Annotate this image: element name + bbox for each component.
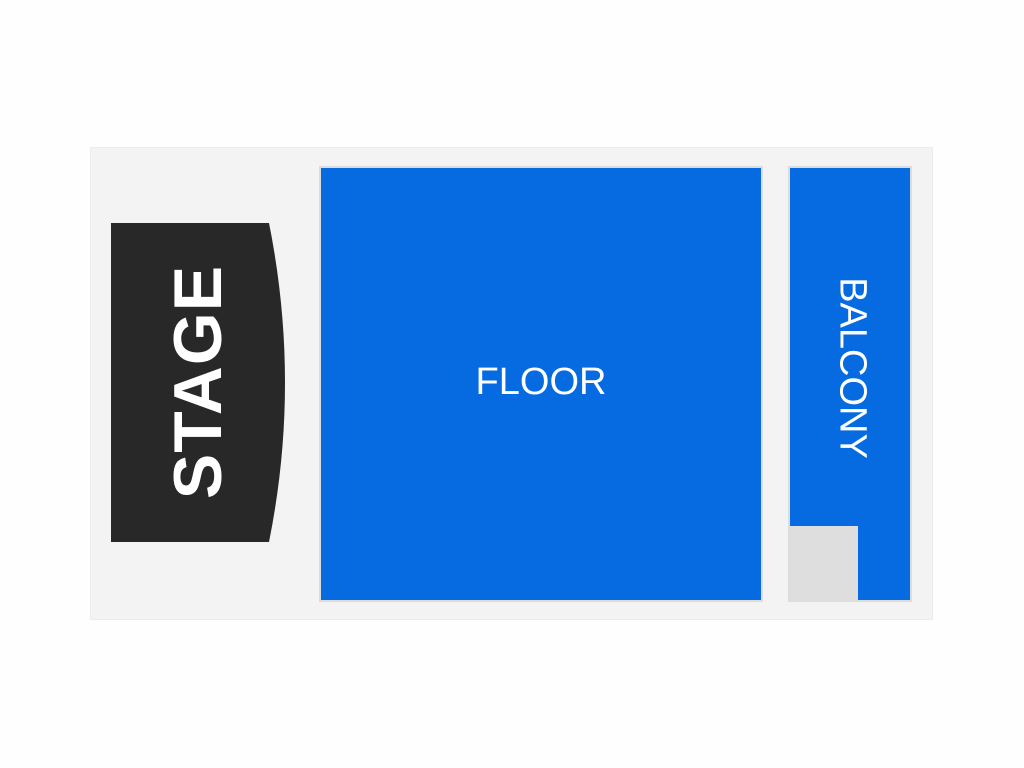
stage: STAGE — [111, 223, 285, 542]
unavailable-area — [788, 526, 858, 602]
section-floor[interactable]: FLOOR — [319, 166, 763, 602]
stage-label: STAGE — [160, 265, 236, 499]
section-floor-label: FLOOR — [475, 361, 607, 403]
stage-shape — [111, 223, 285, 542]
section-balcony-label: BALCONY — [831, 277, 874, 459]
